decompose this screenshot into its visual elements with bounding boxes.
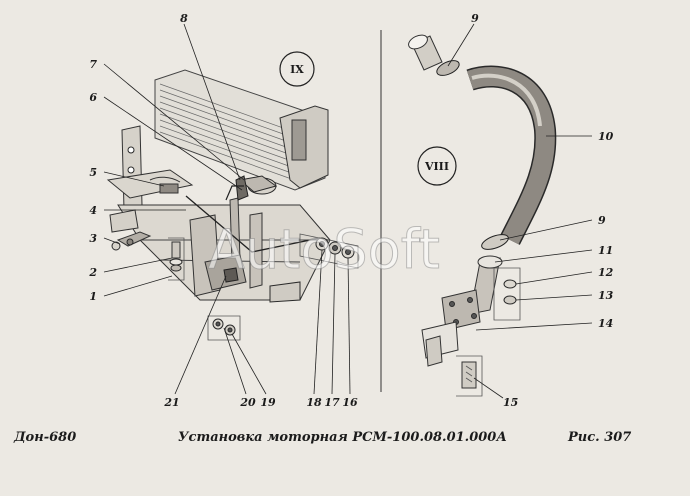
callout-9-lower: 9	[598, 214, 606, 227]
callout-15: 15	[503, 396, 518, 409]
callout-7: 7	[89, 58, 97, 71]
callout-9-upper: 9	[471, 12, 479, 25]
model-label: Дон-680	[14, 430, 77, 445]
callout-12: 12	[598, 266, 614, 279]
callout-10: 10	[598, 130, 614, 143]
view-viii-marker	[417, 146, 457, 186]
callout-6: 6	[89, 91, 97, 104]
view-ix-label: IX	[290, 63, 304, 76]
view-ix-marker	[279, 51, 315, 87]
callout-20: 20	[239, 396, 256, 409]
callout-17: 17	[324, 396, 340, 409]
view-viii-label: VIII	[424, 160, 449, 173]
callout-4: 4	[89, 204, 97, 217]
watermark-text: AutoSoft	[208, 218, 440, 281]
callout-8: 8	[180, 12, 188, 25]
callout-14: 14	[598, 317, 613, 330]
callout-2: 2	[88, 266, 97, 279]
radiator	[154, 69, 329, 195]
callout-13: 13	[598, 289, 614, 302]
callout-16: 16	[342, 396, 358, 409]
callout-1: 1	[89, 290, 97, 303]
drawing-caption: Установка моторная РСМ-100.08.01.000А	[178, 430, 507, 445]
exhaust-pipe	[408, 34, 557, 397]
frame-assembly	[106, 125, 359, 341]
figure-number: Рис. 307	[568, 430, 632, 445]
callout-11: 11	[598, 244, 613, 257]
callout-5: 5	[89, 166, 97, 179]
callout-21: 21	[163, 396, 179, 409]
callout-19: 19	[260, 396, 276, 409]
callout-18: 18	[306, 396, 322, 409]
leader-lines	[103, 23, 593, 399]
callout-3: 3	[89, 232, 97, 245]
